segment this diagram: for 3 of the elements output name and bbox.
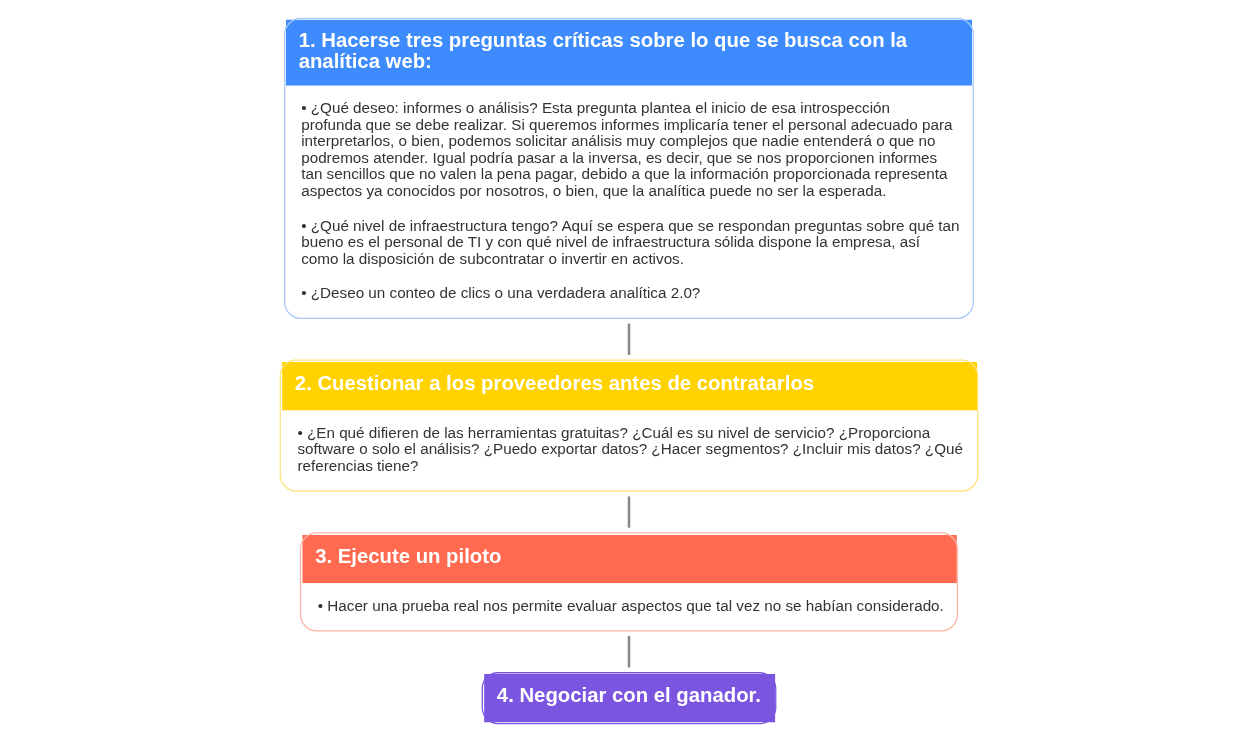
connector [627,496,631,528]
connector [627,635,631,668]
connector [627,323,631,355]
